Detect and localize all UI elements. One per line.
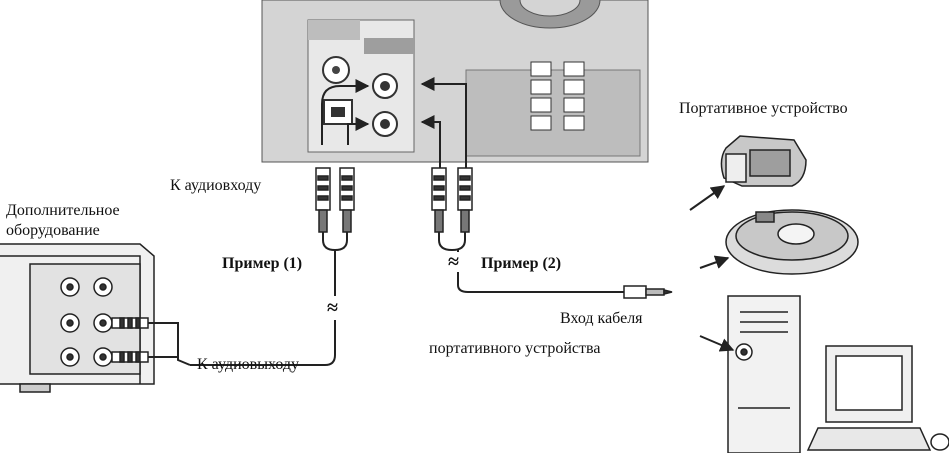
to-audio-output-label: К аудиовыходу (197, 356, 300, 373)
desktop-computer (727, 295, 949, 454)
to-audio-input-label: К аудиовходу (170, 177, 262, 194)
rca-plugs-example-2 (431, 167, 473, 233)
example-2-label: Пример (2) (481, 255, 562, 272)
additional-equipment-label-line1: Дополнительное (6, 202, 120, 219)
cable-example-2 (438, 232, 624, 293)
main-unit-rear-panel (261, 0, 649, 163)
portable-cable-input-label-line1: Вход кабеля (560, 310, 643, 327)
approx-symbol-2: ≈ (448, 251, 459, 273)
portable-cable-input-label-line2: портативного устройства (429, 340, 601, 357)
additional-equipment (0, 243, 191, 393)
portable-cd-player (725, 209, 859, 275)
cable-example-1 (190, 232, 348, 366)
portable-device-label: Портативное устройство (679, 100, 848, 117)
mini-plug (623, 285, 673, 299)
portable-recorder (720, 135, 807, 187)
approx-symbol-1: ≈ (327, 297, 338, 319)
example-1-label: Пример (1) (222, 255, 303, 272)
panel-arrows (321, 77, 467, 172)
rca-plugs-example-1 (315, 167, 355, 233)
additional-equipment-label-line2: оборудование (6, 222, 100, 239)
